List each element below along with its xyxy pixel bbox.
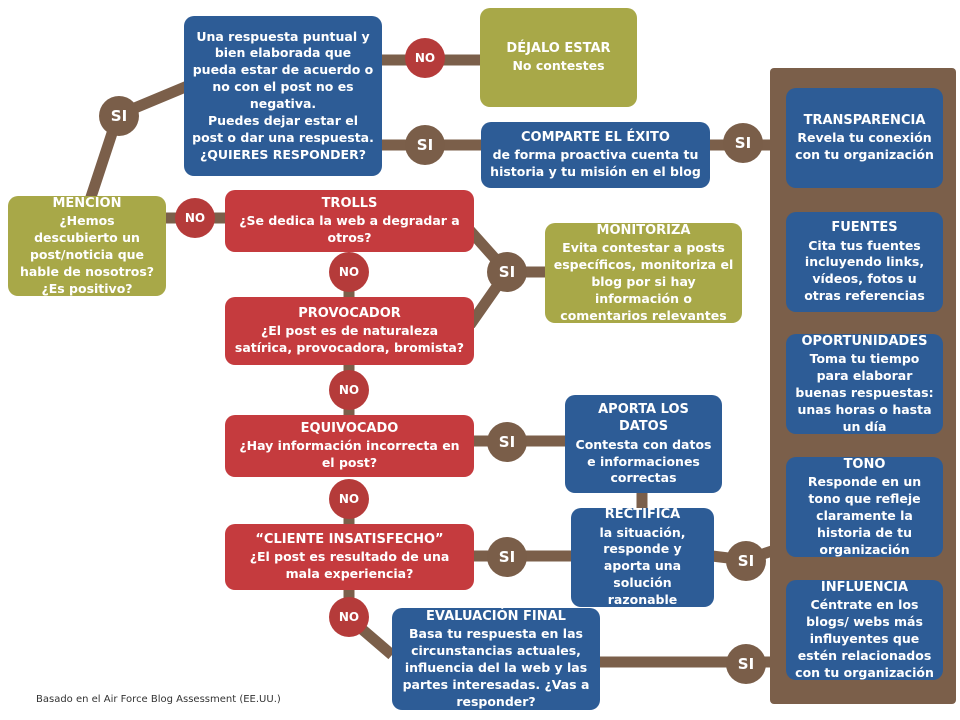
tono-text: Responde en un tono que refleje claramen… (807, 474, 922, 557)
aporta-datos-title: APORTA LOS DATOS (598, 401, 689, 435)
cliente-insatisfecho-text: ¿El post es resultado de una mala experi… (249, 549, 450, 582)
comparte-exito-text: de forma proactiva cuenta tu historia y … (490, 147, 701, 180)
provocador-text: ¿El post es de naturaleza satírica, prov… (234, 323, 465, 356)
no-badge: NO (329, 479, 369, 519)
oportunidades-title: OPORTUNIDADES (801, 333, 928, 349)
rectifica-text: la situación, responde y aporta una solu… (599, 524, 686, 608)
footer-credit: Basado en el Air Force Blog Assessment (… (36, 694, 281, 705)
aporta-datos-text: Contesta con datos e informaciones corre… (575, 436, 712, 486)
no-badge: NO (405, 38, 445, 78)
trolls-title: TROLLS (321, 195, 378, 211)
dejalo-estar-text: No contestes (512, 58, 605, 74)
fuentes-box: FUENTES Cita tus fuentes incluyendo link… (786, 212, 943, 312)
trolls-text: ¿Se dedica la web a degradar a otros? (239, 213, 460, 246)
mencion-box: MENCIÓN ¿Hemos descubierto un post/notic… (8, 196, 166, 296)
cliente-insatisfecho-box: “CLIENTE INSATISFECHO” ¿El post es resul… (225, 524, 474, 590)
si-badge: SI (723, 123, 763, 163)
transparencia-title: TRANSPARENCIA (803, 112, 926, 128)
oportunidades-box: OPORTUNIDADES Toma tu tiempo para elabor… (786, 334, 943, 434)
comparte-exito-box: COMPARTE EL ÉXITO de forma proactiva cue… (481, 122, 710, 188)
tono-title: TONO (843, 456, 886, 472)
monitoriza-text: Evita contestar a posts específicos, mon… (553, 240, 734, 323)
si-badge: SI (726, 644, 766, 684)
aporta-datos-box: APORTA LOS DATOS Contesta con datos e in… (565, 395, 722, 493)
rectifica-title: RECTIFICA (604, 507, 681, 523)
evaluacion-final-text: Basa tu respuesta en las circunstancias … (402, 626, 590, 709)
oportunidades-text: Toma tu tiempo para elaborar buenas resp… (795, 351, 934, 434)
transparencia-text: Revela tu conexión con tu organización (795, 130, 934, 163)
si-badge: SI (487, 537, 527, 577)
tono-box: TONO Responde en un tono que refleje cla… (786, 457, 943, 557)
no-badge: NO (175, 198, 215, 238)
evaluacion-final-box: EVALUACIÓN FINAL Basa tu respuesta en la… (392, 608, 600, 710)
cliente-insatisfecho-title: “CLIENTE INSATISFECHO” (255, 531, 444, 547)
mencion-title: MENCIÓN (52, 195, 122, 211)
rectifica-box: RECTIFICA la situación, responde y aport… (571, 507, 714, 608)
fuentes-title: FUENTES (831, 219, 898, 235)
influencia-title: INFLUENCIA (820, 579, 909, 595)
no-badge: NO (329, 370, 369, 410)
monitoriza-title: MONITORIZA (596, 222, 691, 238)
mencion-text: ¿Hemos descubierto un post/noticia que h… (19, 213, 155, 296)
si-badge: SI (405, 125, 445, 165)
equivocado-title: EQUIVOCADO (300, 420, 399, 436)
comparte-exito-title: COMPARTE EL ÉXITO (521, 129, 670, 145)
influencia-box: INFLUENCIA Céntrate en los blogs/ webs m… (786, 580, 943, 680)
trolls-box: TROLLS ¿Se dedica la web a degradar a ot… (225, 190, 474, 252)
no-badge: NO (329, 597, 369, 637)
si-badge: SI (726, 541, 766, 581)
dejalo-estar-box: DÉJALO ESTAR No contestes (480, 8, 637, 107)
respuesta-box: Una respuesta puntual y bien elaborada q… (184, 16, 382, 176)
provocador-title: PROVOCADOR (298, 305, 401, 321)
respuesta-text: Una respuesta puntual y bien elaborada q… (192, 28, 374, 162)
transparencia-box: TRANSPARENCIA Revela tu conexión con tu … (786, 88, 943, 188)
dejalo-estar-title: DÉJALO ESTAR (506, 40, 611, 56)
si-badge: SI (487, 252, 527, 292)
provocador-box: PROVOCADOR ¿El post es de naturaleza sat… (225, 297, 474, 365)
evaluacion-final-title: EVALUACIÓN FINAL (426, 608, 566, 624)
equivocado-text: ¿Hay información incorrecta en el post? (239, 438, 460, 471)
influencia-text: Céntrate en los blogs/ webs más influyen… (795, 597, 934, 680)
si-badge: SI (99, 96, 139, 136)
fuentes-text: Cita tus fuentes incluyendo links, vídeo… (804, 237, 925, 304)
monitoriza-box: MONITORIZA Evita contestar a posts espec… (545, 223, 742, 323)
si-badge: SI (487, 422, 527, 462)
no-badge: NO (329, 252, 369, 292)
equivocado-box: EQUIVOCADO ¿Hay información incorrecta e… (225, 415, 474, 477)
